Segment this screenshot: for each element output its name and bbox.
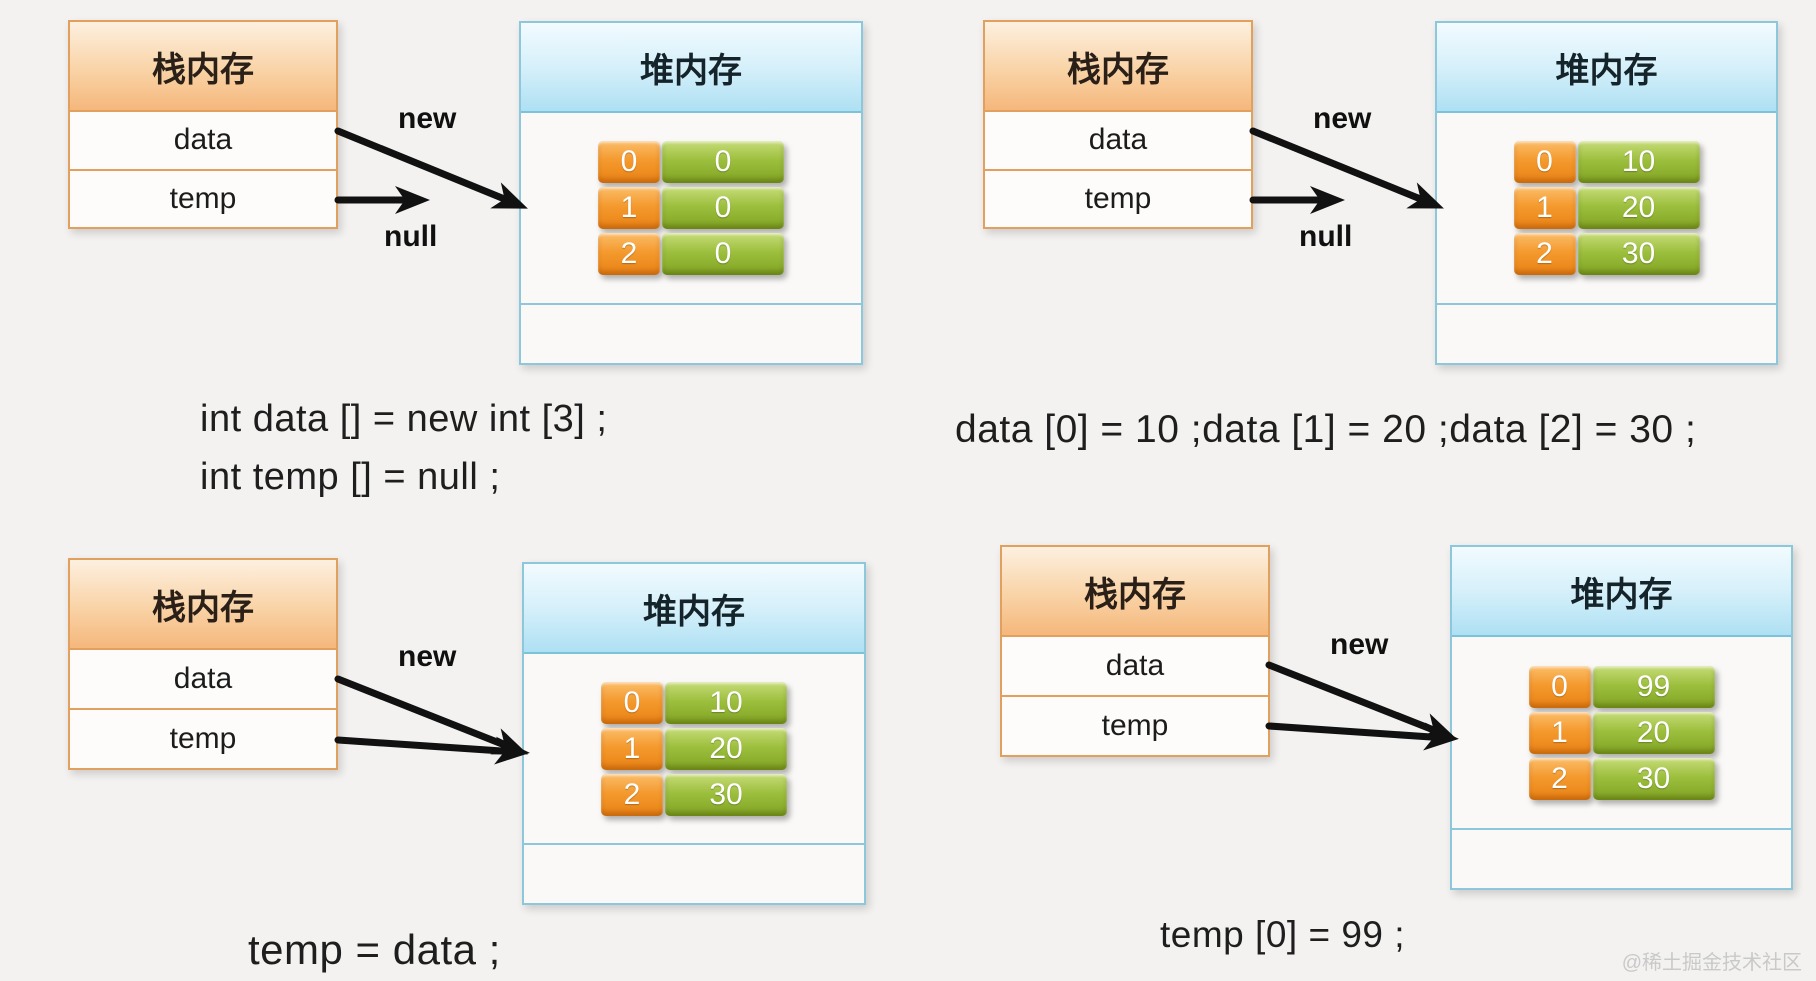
heap-memory-box: 堆内存 0 0 1 0 2 0 [519,21,863,365]
heap-memory-box: 堆内存 0 10 1 20 2 30 [1435,21,1778,365]
heap-memory-box: 堆内存 0 10 1 20 2 30 [522,562,866,905]
array-index-chip: 1 [1528,711,1591,754]
stack-memory-box: 栈内存 data temp [68,558,338,770]
array-row: 1 20 [1513,187,1700,229]
array-row: 1 0 [598,187,784,229]
array-row: 0 0 [598,141,784,183]
arrow-label-new: new [398,640,457,673]
stack-row-temp: temp [985,168,1251,227]
stack-memory-title: 栈内存 [70,22,336,112]
array-value-chip: 30 [665,773,787,816]
heap-empty-slot [1452,828,1791,888]
array-row: 0 10 [1513,141,1700,183]
stack-memory-box: 栈内存 data temp [983,20,1253,229]
heap-body: 0 99 1 20 2 30 [1452,637,1791,828]
heap-body: 0 10 1 20 2 30 [1437,113,1776,303]
array-index-chip: 0 [598,141,660,183]
array-index-chip: 2 [1513,233,1576,275]
arrow-label-null: null [384,220,438,253]
array-table: 0 0 1 0 2 0 [598,141,784,275]
arrow-label-null: null [1299,220,1353,253]
array-table: 0 10 1 20 2 30 [601,681,787,816]
array-index-chip: 0 [1513,141,1576,183]
array-row: 2 0 [598,233,784,275]
heap-memory-box: 堆内存 0 99 1 20 2 30 [1450,545,1793,890]
stack-memory-box: 栈内存 data temp [1000,545,1270,757]
stack-memory-title: 栈内存 [70,560,336,650]
heap-empty-slot [1437,303,1776,363]
stack-row-data: data [70,650,336,708]
arrow-label-new: new [398,102,457,135]
array-value-chip: 10 [665,681,787,724]
array-index-chip: 0 [1528,665,1591,708]
array-index-chip: 2 [598,233,660,275]
array-row: 2 30 [1513,233,1700,275]
temp-pointer-arrow [1265,722,1459,751]
stack-row-temp: temp [70,168,336,227]
stack-memory-box: 栈内存 data temp [68,20,338,229]
array-row: 1 20 [1528,711,1715,754]
watermark: @稀土掘金技术社区 [1621,952,1802,974]
heap-empty-slot [521,303,861,363]
array-value-chip: 99 [1592,665,1715,708]
array-index-chip: 2 [601,773,663,816]
array-value-chip: 0 [662,233,784,275]
array-row: 2 30 [1528,757,1715,800]
stack-row-data: data [1002,637,1268,695]
array-index-chip: 1 [1513,187,1576,229]
array-value-chip: 30 [1592,757,1715,800]
array-value-chip: 0 [662,187,784,229]
array-value-chip: 20 [1577,187,1700,229]
heap-empty-slot [524,843,864,903]
arrow-label-new: new [1330,628,1389,661]
code-caption: int data [] = new int [3] ; int temp [] … [200,398,608,498]
array-row: 2 30 [601,773,787,816]
array-index-chip: 1 [598,187,660,229]
array-value-chip: 20 [665,727,787,770]
data-pointer-arrow [1249,127,1444,209]
code-caption: temp [0] = 99 ; [1160,914,1406,955]
heap-memory-title: 堆内存 [1437,23,1776,113]
array-row: 0 99 [1528,665,1715,708]
array-table: 0 10 1 20 2 30 [1513,141,1700,275]
heap-body: 0 10 1 20 2 30 [524,654,864,843]
data-pointer-arrow [334,127,528,209]
heap-body: 0 0 1 0 2 0 [521,113,861,303]
array-index-chip: 1 [601,727,663,770]
code-caption: temp = data ; [248,926,501,973]
array-value-chip: 10 [1577,141,1700,183]
stack-row-data: data [70,112,336,169]
array-value-chip: 0 [662,141,784,183]
array-index-chip: 0 [601,681,663,724]
data-pointer-arrow [1265,661,1458,740]
heap-memory-title: 堆内存 [521,23,861,113]
heap-memory-title: 堆内存 [1452,547,1791,637]
stack-row-data: data [985,112,1251,169]
stack-row-temp: temp [1002,695,1268,755]
array-table: 0 99 1 20 2 30 [1528,665,1715,800]
array-row: 1 20 [601,727,787,770]
array-index-chip: 2 [1528,757,1591,800]
arrow-label-new: new [1313,102,1372,135]
stack-memory-title: 栈内存 [1002,547,1268,637]
array-row: 0 10 [601,681,787,724]
data-pointer-arrow [334,675,529,755]
stack-row-temp: temp [70,708,336,768]
array-value-chip: 20 [1592,711,1715,754]
stack-memory-title: 栈内存 [985,22,1251,112]
array-value-chip: 30 [1577,233,1700,275]
code-caption: data [0] = 10 ;data [1] = 20 ;data [2] =… [955,408,1697,451]
temp-pointer-arrow [334,736,530,765]
heap-memory-title: 堆内存 [524,564,864,654]
